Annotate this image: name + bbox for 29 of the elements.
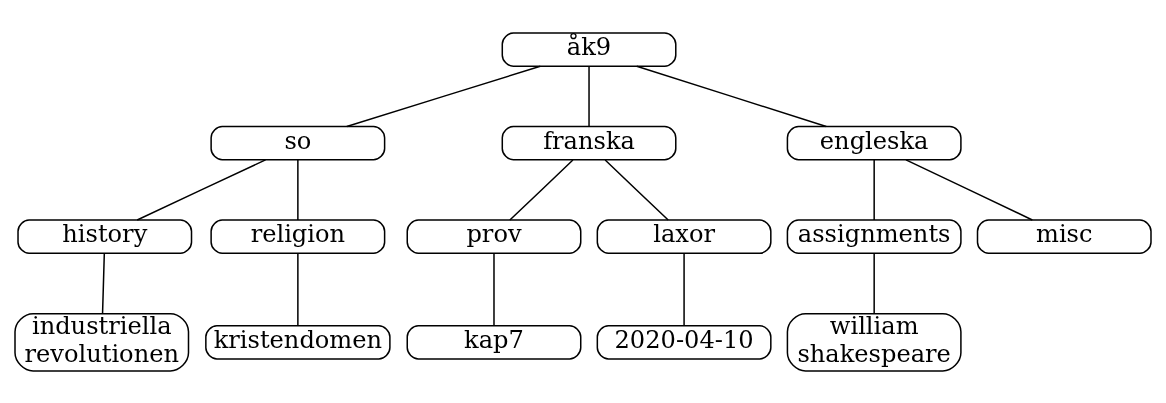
connector [636,65,828,127]
connector [873,252,875,314]
connector [493,252,495,326]
connector [509,158,574,221]
connector [905,158,1034,221]
node-box: laxor [596,218,772,254]
node-box: misc [976,218,1152,254]
connector [346,65,542,127]
node-box: kap7 [406,324,582,360]
node-box: åk9 [501,31,677,67]
node-box: franska [501,125,677,160]
node-box: industriella revolutionen [14,312,190,372]
node-box: assignments [786,218,962,254]
connector [101,252,106,314]
node-box: kristendomen [205,324,391,360]
connector [683,252,685,326]
node-box: so [210,125,386,160]
node-box: history [17,218,193,254]
connector [297,158,299,221]
node-box: 2020-04-10 [596,324,772,360]
node-box: engleska [786,125,962,160]
connector [873,158,875,221]
node-box: william shakespeare [786,312,962,372]
node-box: religion [210,218,386,254]
connector [297,252,299,326]
connector [136,158,267,221]
connector [588,65,590,127]
node-box: prov [406,218,582,254]
connector [604,158,669,221]
